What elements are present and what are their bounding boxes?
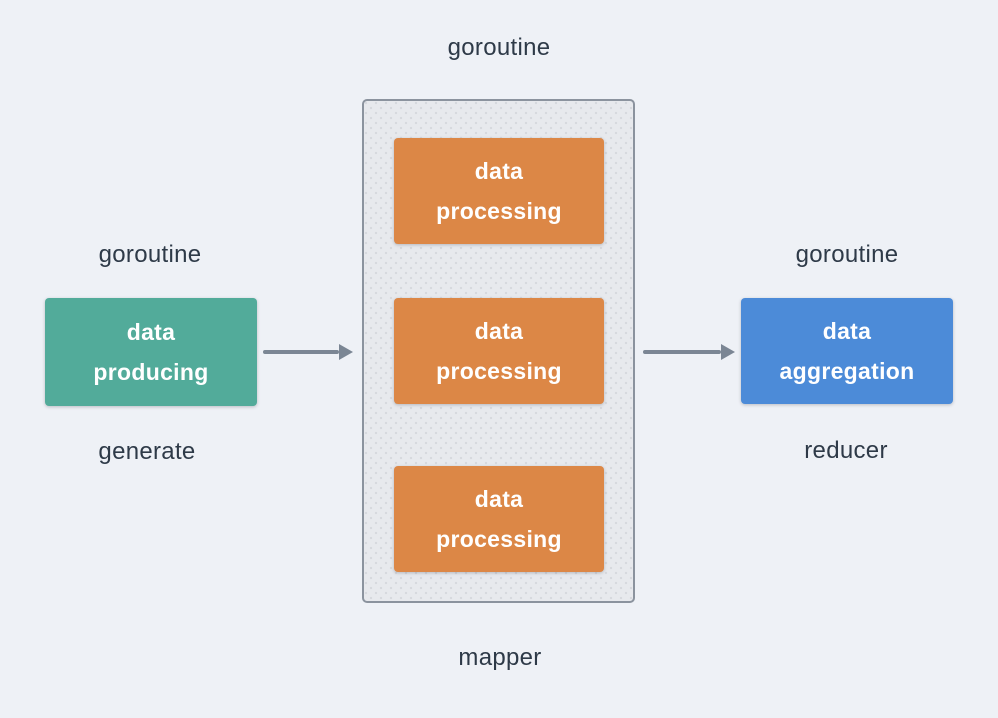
arrow-shaft [263, 350, 339, 354]
producer-goroutine-label: goroutine [98, 241, 202, 268]
reducer-goroutine-label: goroutine [795, 241, 899, 268]
reducer-role-label: reducer [804, 437, 888, 464]
reducer-node: data aggregation [741, 298, 953, 404]
producer-role-label: generate [98, 438, 196, 465]
arrow-shaft [643, 350, 721, 354]
worker-node-2: data processing [394, 298, 604, 404]
producer-node-label: data producing [93, 319, 209, 385]
worker-node-label: data processing [436, 318, 562, 384]
arrow-mapper-to-reducer [643, 344, 735, 360]
reducer-node-label: data aggregation [779, 318, 915, 384]
arrow-head-icon [339, 344, 353, 360]
worker-node-3: data processing [394, 466, 604, 572]
worker-node-label: data processing [436, 158, 562, 224]
producer-node: data producing [45, 298, 257, 406]
mapper-role-label: mapper [458, 644, 542, 671]
mapper-goroutine-label: goroutine [447, 34, 551, 61]
worker-node-1: data processing [394, 138, 604, 244]
arrow-producer-to-mapper [263, 344, 353, 360]
worker-node-label: data processing [436, 486, 562, 552]
arrow-head-icon [721, 344, 735, 360]
